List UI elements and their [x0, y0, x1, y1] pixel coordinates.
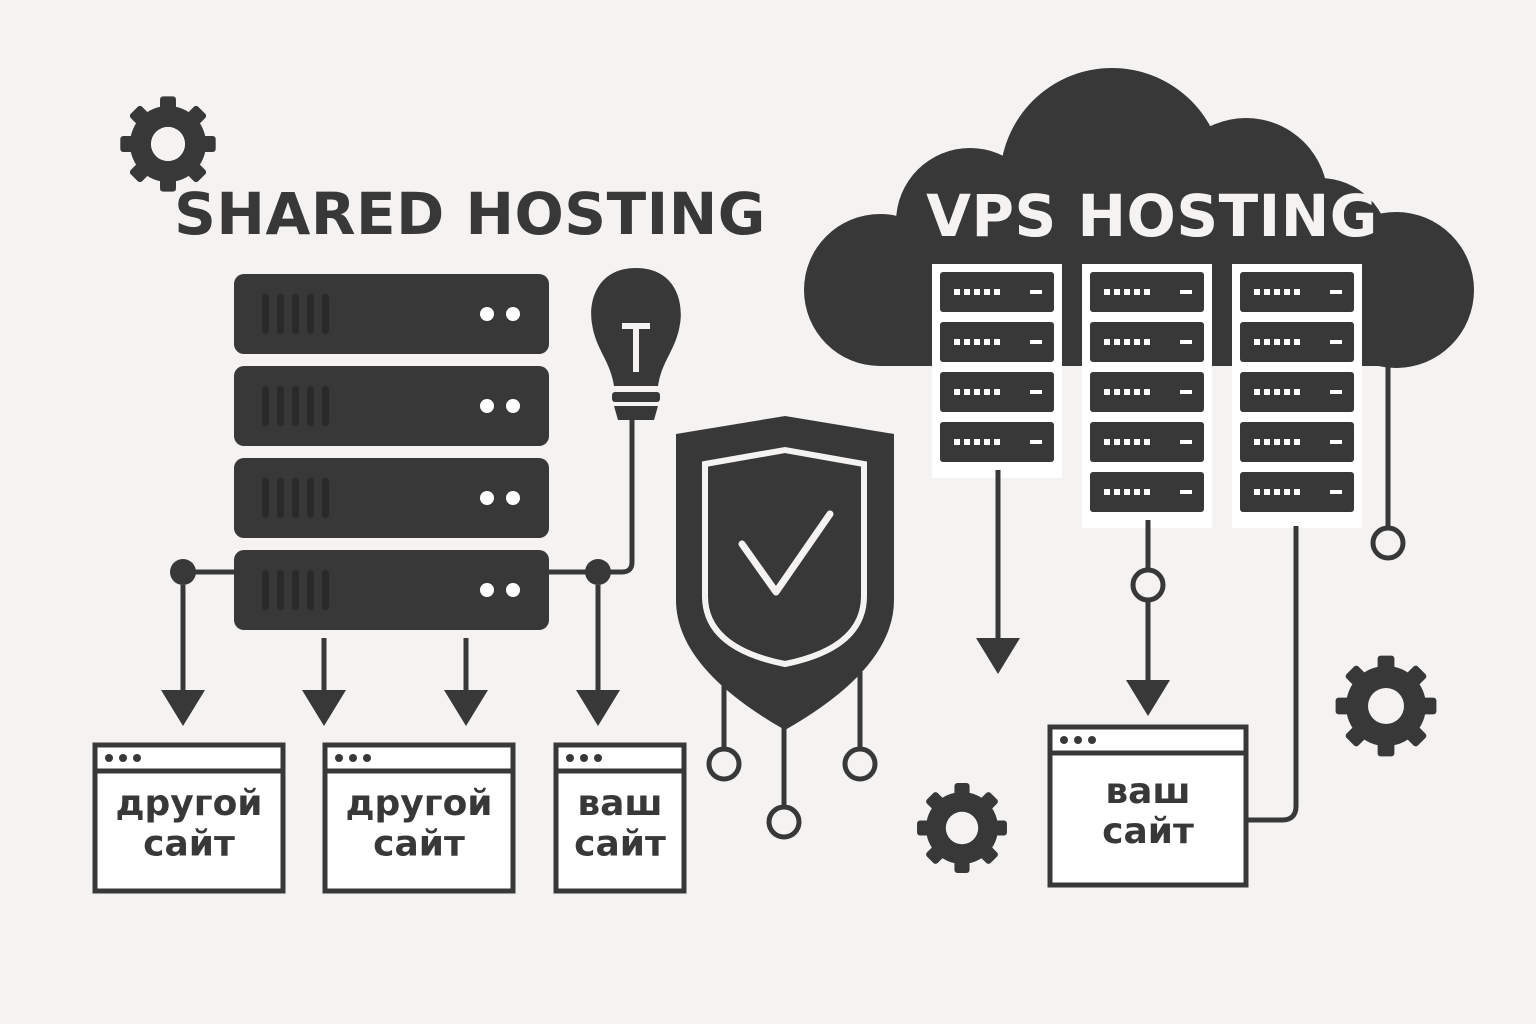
vps-server-unit	[940, 322, 1054, 362]
vps-server-unit	[940, 372, 1054, 412]
arrow-down-icon	[1126, 680, 1170, 716]
vps-server-unit	[940, 422, 1054, 462]
vps-server-column	[1082, 264, 1212, 528]
gear-icon	[1335, 655, 1437, 757]
vps-server-unit	[1090, 472, 1204, 512]
arrow-down-icon	[576, 585, 620, 726]
vps-server-unit	[1240, 322, 1354, 362]
site-label-line2: сайт	[373, 823, 465, 864]
vps-hosting-title: VPS HOSTING	[926, 182, 1378, 250]
vps-server-column	[1232, 264, 1362, 528]
site-label-line1: ваш	[1105, 771, 1190, 812]
connector-node	[1370, 525, 1406, 561]
shared-arrows	[161, 585, 620, 726]
connector-node	[170, 559, 196, 585]
shared-hosting-title: SHARED HOSTING	[174, 180, 766, 248]
site-label-line2: сайт	[1102, 811, 1194, 852]
vps-server-unit	[1090, 322, 1204, 362]
gear-icon	[120, 96, 216, 192]
server-unit	[234, 458, 549, 538]
server-unit	[234, 366, 549, 446]
connector-node	[706, 746, 742, 782]
site-label-line1: ваш	[577, 783, 662, 824]
connector-node	[1130, 567, 1166, 603]
site-label-line1: другой	[345, 783, 492, 824]
gear-icon	[917, 783, 1007, 873]
shield-check-icon	[676, 416, 894, 730]
server-unit	[234, 550, 549, 630]
connector-node	[766, 804, 802, 840]
vps-server-unit	[1090, 422, 1204, 462]
vps-server-unit	[1090, 372, 1204, 412]
connector-node	[585, 559, 611, 585]
vps-server-unit	[1240, 372, 1354, 412]
shield-connector-lines	[721, 672, 863, 808]
lightbulb-icon	[591, 268, 681, 420]
vps-server-unit	[1240, 472, 1354, 512]
server-unit	[234, 274, 549, 354]
vps-server-unit	[1090, 272, 1204, 312]
server-rack-icon	[234, 274, 549, 630]
vps-server-unit	[1240, 422, 1354, 462]
connector-node	[842, 746, 878, 782]
arrow-down-icon	[976, 630, 1020, 674]
arrow-down-icon	[161, 585, 205, 726]
vps-server-unit	[1240, 272, 1354, 312]
site-label-line1: другой	[115, 783, 262, 824]
vps-arrows	[976, 630, 1170, 716]
arrow-down-icon	[302, 638, 346, 726]
site-label-line2: сайт	[574, 823, 666, 864]
vps-server-columns	[932, 264, 1362, 528]
site-label-line2: сайт	[143, 823, 235, 864]
vps-connector-lines	[995, 362, 1391, 823]
vps-server-column	[932, 264, 1062, 478]
arrow-down-icon	[444, 638, 488, 726]
vps-server-unit	[940, 272, 1054, 312]
